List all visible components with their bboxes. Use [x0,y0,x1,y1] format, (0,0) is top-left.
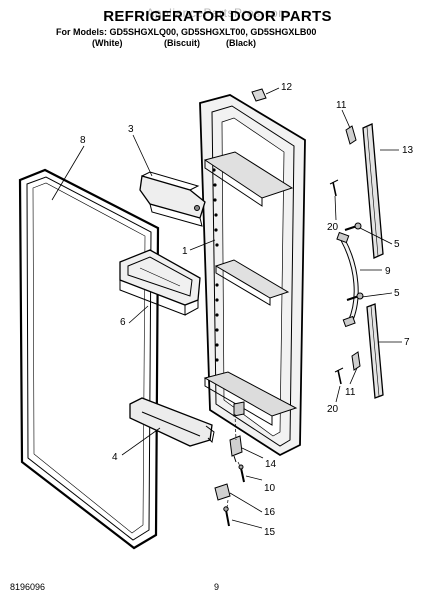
hinge-screw [223,506,230,527]
lower-bin [129,397,215,447]
callout-3: 3 [128,124,134,135]
door-gasket [18,168,160,550]
door-handle [336,231,359,328]
screw-bottom [334,367,344,385]
callout-16: 16 [264,507,276,518]
color-black: (Black) [226,38,257,48]
alignment-lines [226,413,241,509]
watermark: AppliancePartsPros.com [146,6,289,20]
color-biscuit: (Biscuit) [164,38,200,48]
handle-screw-bottom [346,292,364,301]
door-bin [119,249,201,316]
trim-strip-top [362,123,384,259]
screw-top [329,179,339,197]
callout-20-bottom: 20 [327,404,339,415]
color-white: (White) [92,38,123,48]
clip [251,88,267,102]
leader-lines [51,87,402,529]
page-number: 9 [214,582,220,592]
trim-strip-bottom [366,303,384,399]
callout-8: 8 [80,135,86,146]
callout-7: 7 [404,337,410,348]
dairy-compartment [139,171,206,227]
callout-15: 15 [264,527,276,538]
callout-5-bottom: 5 [394,288,400,299]
hinge-bracket [214,483,231,501]
handle-cap-bottom [351,351,361,371]
page-title: REFRIGERATOR DOOR PARTS [103,8,332,25]
hinge-bushing [229,435,243,463]
callout-4: 4 [112,452,118,463]
callout-6: 6 [120,317,126,328]
callout-9: 9 [385,266,391,277]
hinge-pin [238,464,245,483]
handle-cap-top [345,125,357,145]
callout-1: 1 [182,246,188,257]
callout-20-top: 20 [327,222,339,233]
door-liner [199,94,306,457]
callout-12: 12 [281,82,293,93]
callout-11-top: 11 [336,100,347,111]
model-list: For Models: GD5SHGXLQ00, GD5SHGXLT00, GD… [56,27,317,48]
callout-11-bottom: 11 [345,387,356,398]
callout-14: 14 [265,459,277,470]
callout-10: 10 [264,483,276,494]
callout-5-top: 5 [394,239,400,250]
handle-screw-top [344,222,362,231]
doc-number: 8196096 [10,582,46,592]
callout-13: 13 [402,145,414,156]
models-line: For Models: GD5SHGXLQ00, GD5SHGXLT00, GD… [56,27,317,37]
